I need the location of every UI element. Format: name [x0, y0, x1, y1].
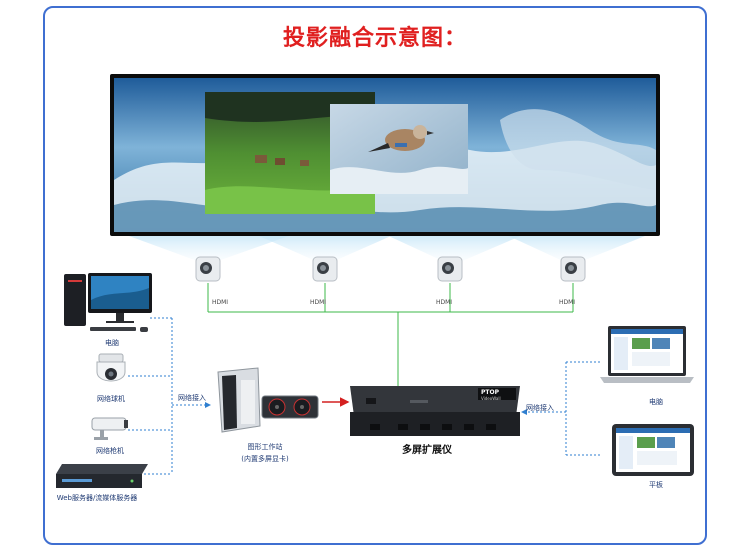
bird-photo: [330, 104, 468, 194]
dome-camera-label: 网络球机: [97, 395, 125, 403]
graphics-card-icon: [261, 395, 319, 419]
diagram-title: 投影融合示意图：: [282, 26, 467, 51]
laptop-label: 电脑: [649, 398, 663, 406]
laptop-icon: [600, 326, 694, 383]
server-label: Web服务器/流媒体服务器: [56, 494, 138, 502]
processor-label: 多屏扩展仪: [402, 445, 452, 456]
bullet-camera-label: 网络枪机: [96, 447, 124, 455]
right-network-label: 网络接入: [526, 404, 554, 412]
server-icon: [56, 464, 148, 488]
left-network-lines: [128, 317, 211, 475]
workstation-icon: [217, 367, 261, 433]
bullet-camera-icon: [91, 417, 128, 440]
projection-beams: [118, 232, 655, 262]
processor-device: [350, 386, 520, 436]
workstation-sublabel: (内置多屏显卡): [241, 455, 289, 463]
left-network-label: 网络接入: [178, 394, 206, 402]
processor-brand: PTOP: [481, 389, 499, 396]
right-network-lines: [521, 361, 600, 456]
workstation-label: 图形工作站: [247, 443, 283, 451]
projector-2: [312, 256, 338, 282]
tablet-label: 平板: [649, 481, 663, 489]
hdmi-label-3: HDMI: [435, 299, 453, 306]
tablet-icon: [612, 424, 694, 476]
hdmi-label-4: HDMI: [558, 299, 576, 306]
hdmi-label-1: HDMI: [211, 299, 229, 306]
pc-label: 电脑: [105, 339, 119, 347]
dome-camera-icon: [96, 353, 126, 382]
hdmi-connections: [207, 283, 574, 386]
projector-1: [195, 256, 221, 282]
processor-model: VideoWall: [481, 396, 501, 401]
desktop-pc-icon: [64, 273, 152, 332]
projector-3: [437, 256, 463, 282]
diagram-frame: [43, 6, 707, 545]
projector-4: [560, 256, 586, 282]
hdmi-label-2: HDMI: [309, 299, 327, 306]
